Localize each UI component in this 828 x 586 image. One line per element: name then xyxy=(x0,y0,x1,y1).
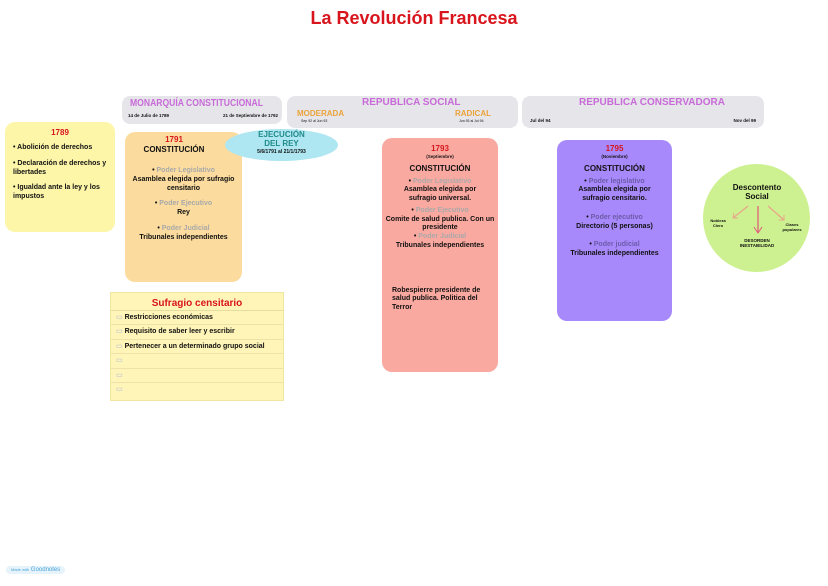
power-label: Poder Judicial xyxy=(129,225,238,234)
power-label: Poder judicial xyxy=(560,241,669,250)
card-1791: 1791 CONSTITUCIÓN Poder Legislativo Asam… xyxy=(125,132,242,282)
era-label: REPUBLICA CONSERVADORA xyxy=(579,97,725,108)
era-end: Nov del 99 xyxy=(733,118,756,123)
moderada-label: MODERADA xyxy=(297,109,345,118)
moderada-dates: Sep 92 al Jun 93 xyxy=(301,119,328,123)
descontento-title: Descontento Social xyxy=(732,183,782,202)
power-label: Poder Legislativo xyxy=(129,167,238,176)
era-label: MONARQUÍA CONSTITUCIONAL xyxy=(130,98,263,109)
ejecucion-dates: 5/6/1791 al 21/1/1793 xyxy=(257,148,306,155)
radical-dates: Jun 93 al Jul 94 xyxy=(459,119,484,123)
list-item: • Abolición de derechos xyxy=(13,144,93,151)
ejecucion-title: EJECUCIÓN DEL REY xyxy=(258,130,305,148)
card-month: (Noviembre) xyxy=(601,154,628,159)
card-1789: 1789 • Abolición de derechos • Declaraci… xyxy=(5,122,115,232)
power-value: Tribunales independientes xyxy=(395,241,485,249)
power-value: Comite de salud publica. Con un presiden… xyxy=(385,215,495,232)
power-value: Asamblea elegida por sufragio universal. xyxy=(403,186,477,203)
timeline-conservadora: REPUBLICA CONSERVADORA Jul del 94 Nov de… xyxy=(522,96,764,128)
arrows-icon xyxy=(732,205,785,234)
ejecucion-del-rey: EJECUCIÓN DEL REY 5/6/1791 al 21/1/1793 xyxy=(225,129,338,161)
timeline-republica-social: REPUBLICA SOCIAL MODERADA Sep 92 al Jun … xyxy=(287,96,518,128)
card-heading: CONSTITUCIÓN xyxy=(409,163,471,173)
power-value: Tribunales independientes xyxy=(139,233,228,241)
card-year: 1791 xyxy=(165,135,183,144)
card-note: Robespierre presidente de salud publica.… xyxy=(392,286,481,312)
checklist-item[interactable]: ▭ Restricciones económicas xyxy=(111,311,283,326)
card-month: (Septiembre) xyxy=(426,154,454,159)
era-start: Jul del 94 xyxy=(530,118,551,123)
checklist: ▭ Restricciones económicas ▭ Requisito d… xyxy=(111,311,283,397)
checklist-item[interactable]: ▭ xyxy=(111,369,283,383)
era-start: 14 de Julio de 1789 xyxy=(128,113,170,118)
card-1795: 1795 (Noviembre) CONSTITUCIÓN Poder legi… xyxy=(557,140,672,321)
descontento-social: Descontento Social Nobleza Clero Clases … xyxy=(703,164,810,272)
power-value: Directorio (5 personas) xyxy=(576,222,653,230)
power-label: Poder ejecutivo xyxy=(560,214,669,223)
card-heading: CONSTITUCIÓN xyxy=(143,145,205,154)
checklist-item[interactable]: ▭ xyxy=(116,385,123,393)
descontento-bottom: DESORDEN INESTABILIDAD xyxy=(739,238,775,249)
page-title: La Revolución Francesa xyxy=(310,8,518,28)
brand-label: Goodnotes xyxy=(30,567,61,573)
descontento-left: Nobleza Clero xyxy=(710,218,726,228)
card-1793: 1793 (Septiembre) CONSTITUCIÓN Poder Leg… xyxy=(382,138,498,372)
descontento-right: Clases populares xyxy=(782,222,802,232)
card-header: 1791 CONSTITUCIÓN xyxy=(129,135,219,155)
made-with-label: Made with xyxy=(11,567,30,572)
goodnotes-badge[interactable]: Made with Goodnotes xyxy=(6,566,66,574)
checklist-item[interactable]: ▭ xyxy=(111,354,283,369)
sufragio-title: Sufragio censitario xyxy=(111,298,283,311)
power-label: Poder legislativo xyxy=(560,178,669,187)
era-label: REPUBLICA SOCIAL xyxy=(362,97,461,108)
power-value: Rey xyxy=(177,209,190,216)
power-label: Poder Legislativo xyxy=(385,178,495,187)
power-label: Poder Judicial xyxy=(385,233,495,242)
checklist-item[interactable]: ▭ Pertenecer a un determinado grupo soci… xyxy=(111,340,283,355)
card-year: 1795 xyxy=(605,144,624,153)
power-value: Asamblea elegida por sufragio censitario xyxy=(132,175,235,192)
era-end: 21 de Septiembre de 1792 xyxy=(222,113,278,118)
card-year: 1793 xyxy=(431,144,449,153)
power-label: Poder Ejecutivo xyxy=(385,207,495,216)
list-item: • Declaración de derechos y libertades xyxy=(13,159,107,176)
card-year: 1789 xyxy=(51,128,69,137)
power-value: Asamblea elegida por sufragio censitario… xyxy=(578,186,651,203)
card-heading: CONSTITUCIÓN xyxy=(584,163,645,173)
radical-label: RADICAL xyxy=(455,109,491,118)
power-value: Tribunales independientes xyxy=(570,250,659,258)
list-item: • Igualdad ante la ley y los impustos xyxy=(13,184,100,200)
checklist-item[interactable]: ▭ Requisito de saber leer y escribir xyxy=(111,325,283,340)
sufragio-note: Sufragio censitario ▭ Restricciones econ… xyxy=(110,292,284,401)
power-label: Poder Ejecutivo xyxy=(129,200,238,209)
timeline-monarquia: MONARQUÍA CONSTITUCIONAL 14 de Julio de … xyxy=(122,96,282,124)
